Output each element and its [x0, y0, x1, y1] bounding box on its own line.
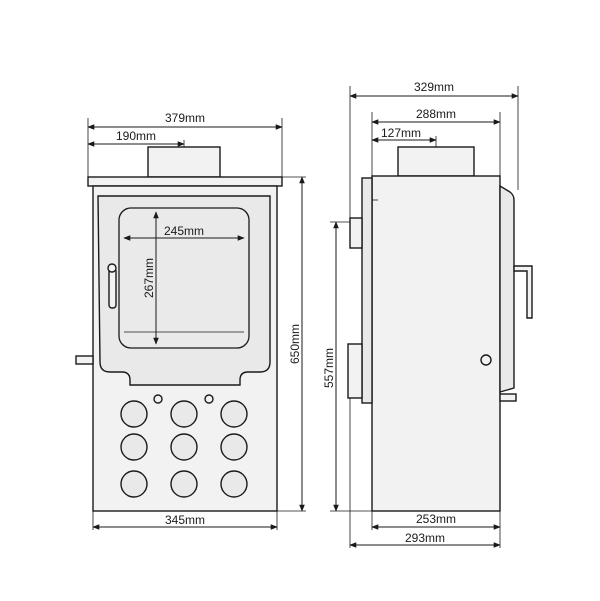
front-base-width: 345mm: [165, 513, 205, 527]
side-overall-depth: 329mm: [414, 80, 454, 94]
vent-hole: [220, 433, 248, 461]
riddler-lever: [75, 355, 94, 365]
air-knob-right: [204, 394, 214, 404]
front-overall-height: 650mm: [288, 324, 302, 364]
side-view: 329mm 288mm 127mm 557mm 253mm 293mm: [322, 80, 533, 548]
side-flue-offset: 127mm: [381, 126, 421, 140]
front-view: 379mm 190mm 245mm 267mm 650mm 345mm: [75, 111, 306, 530]
front-glass-width: 245mm: [164, 224, 204, 238]
side-riddler: [499, 393, 517, 402]
front-overall-width: 379mm: [165, 111, 205, 125]
vent-hole: [170, 400, 198, 428]
side-rear-bracket-bottom: [347, 343, 363, 399]
air-knob-left: [153, 394, 163, 404]
vent-hole: [120, 400, 148, 428]
vent-hole: [220, 470, 248, 498]
side-rear-flange: [361, 177, 373, 404]
vent-hole: [120, 433, 148, 461]
door-handle-knob: [107, 263, 117, 273]
side-air-knob: [480, 354, 492, 366]
vent-hole: [120, 470, 148, 498]
side-total-base-depth: 293mm: [405, 531, 445, 545]
side-door-profile: [499, 184, 515, 393]
side-rear-bracket-top: [349, 217, 363, 249]
side-door-handle: [513, 265, 533, 319]
door-handle: [108, 267, 117, 309]
side-flue-collar: [397, 146, 475, 177]
front-glass-height: 267mm: [142, 258, 156, 298]
vent-hole: [170, 470, 198, 498]
front-top-plate: [87, 176, 283, 187]
side-body: [371, 175, 501, 512]
front-flue-offset: 190mm: [116, 129, 156, 143]
side-base-depth: 253mm: [416, 512, 456, 526]
side-flue-height: 557mm: [322, 348, 336, 388]
side-body-depth: 288mm: [416, 107, 456, 121]
front-glass: [118, 207, 250, 349]
vent-hole: [170, 433, 198, 461]
vent-grid: [120, 400, 248, 498]
vent-hole: [220, 400, 248, 428]
front-flue-collar: [147, 146, 221, 178]
